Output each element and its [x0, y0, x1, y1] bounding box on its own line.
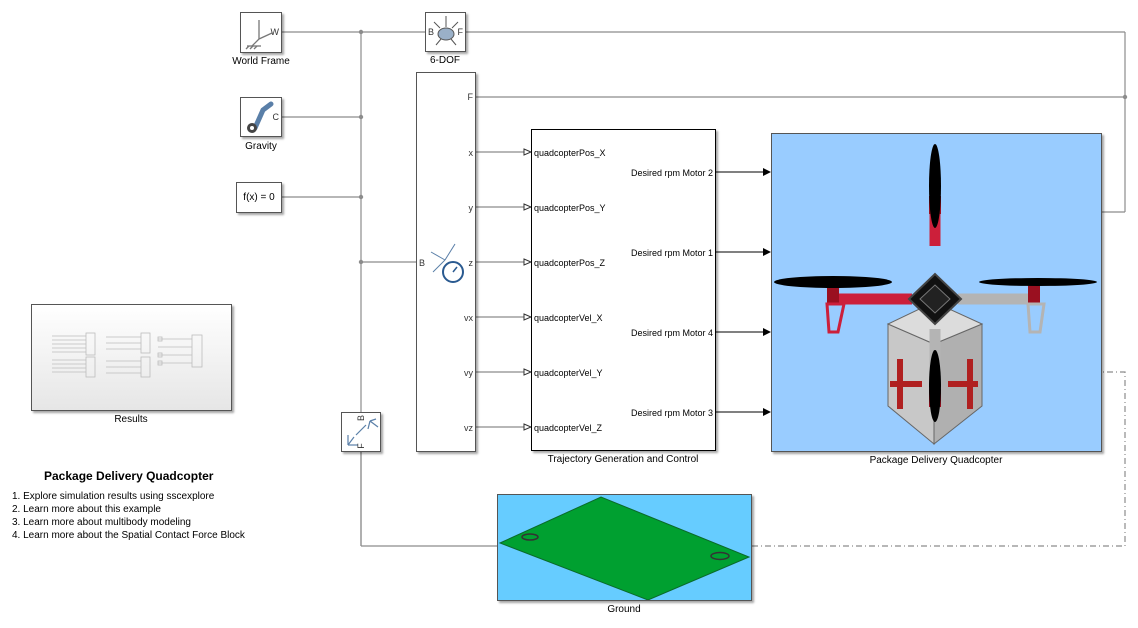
- rigid-transform-block[interactable]: B F: [341, 412, 381, 452]
- transform-sensor-block[interactable]: F B x y z vx vy vz: [416, 72, 476, 452]
- note-link-multibody[interactable]: 3. Learn more about multibody modeling: [12, 517, 191, 528]
- transform-icon: [347, 418, 379, 446]
- traj-in-pos-y: quadcopterPos_Y: [534, 203, 606, 213]
- note-link-example[interactable]: 2. Learn more about this example: [12, 504, 161, 515]
- ground-plate-icon: [498, 496, 751, 600]
- results-block[interactable]: [31, 304, 232, 411]
- six-dof-block[interactable]: B F: [425, 12, 466, 52]
- gravity-port: C: [272, 112, 280, 122]
- traj-out-motor-4: Desired rpm Motor 4: [630, 328, 713, 338]
- sensor-out-x: x: [468, 148, 474, 158]
- traj-out-motor-2: Desired rpm Motor 2: [630, 168, 713, 178]
- quadcopter-caption: Package Delivery Quadcopter: [869, 455, 1003, 466]
- note-link-contact-force[interactable]: 4. Learn more about the Spatial Contact …: [12, 530, 245, 541]
- world-frame-block[interactable]: W: [240, 12, 282, 53]
- traj-in-pos-x: quadcopterPos_X: [534, 148, 606, 158]
- results-caption: Results: [114, 414, 148, 425]
- sensor-out-vz: vz: [464, 423, 473, 433]
- world-frame-icon: [245, 20, 273, 50]
- gear-icon: [247, 101, 274, 133]
- joint-icon: [433, 16, 459, 46]
- six-dof-port-f: F: [457, 27, 464, 37]
- ground-caption: Ground: [607, 604, 641, 615]
- traj-out-motor-1: Desired rpm Motor 1: [630, 248, 713, 258]
- sensor-out-vx: vx: [464, 313, 473, 323]
- ground-block[interactable]: [497, 494, 752, 601]
- trajectory-caption: Trajectory Generation and Control: [547, 454, 699, 465]
- traj-out-motor-3: Desired rpm Motor 3: [630, 408, 713, 418]
- sensor-port-b: B: [419, 258, 426, 268]
- sensor-out-z: z: [468, 258, 474, 268]
- sensor-icon: [430, 243, 464, 283]
- traj-in-vel-x: quadcopterVel_X: [534, 313, 603, 323]
- world-frame-caption: World Frame: [232, 56, 290, 67]
- transform-port-f: F: [355, 443, 366, 449]
- quadcopter-icon: [774, 144, 1097, 446]
- traj-in-pos-z: quadcopterPos_Z: [534, 258, 606, 268]
- six-dof-port-b: B: [428, 27, 435, 37]
- gravity-block[interactable]: C: [240, 97, 282, 137]
- sensor-port-f: F: [467, 92, 474, 102]
- sensor-out-y: y: [468, 203, 474, 213]
- subsystem-preview-icon: [52, 332, 203, 378]
- quadcopter-block[interactable]: [771, 133, 1102, 452]
- traj-in-vel-z: quadcopterVel_Z: [534, 423, 603, 433]
- six-dof-caption: 6-DOF: [430, 55, 460, 66]
- note-title: Package Delivery Quadcopter: [44, 469, 214, 483]
- world-frame-port: W: [270, 27, 280, 37]
- note-link-sscexplore[interactable]: 1. Explore simulation results using ssce…: [12, 491, 215, 502]
- sensor-out-vy: vy: [464, 368, 473, 378]
- trajectory-control-block[interactable]: quadcopterPos_X quadcopterPos_Y quadcopt…: [531, 129, 716, 451]
- gravity-caption: Gravity: [245, 141, 277, 152]
- solver-config-block[interactable]: f(x) = 0: [236, 182, 282, 213]
- transform-port-b: B: [356, 414, 367, 422]
- traj-in-vel-y: quadcopterVel_Y: [534, 368, 603, 378]
- note-links: 1. Explore simulation results using ssce…: [12, 490, 245, 542]
